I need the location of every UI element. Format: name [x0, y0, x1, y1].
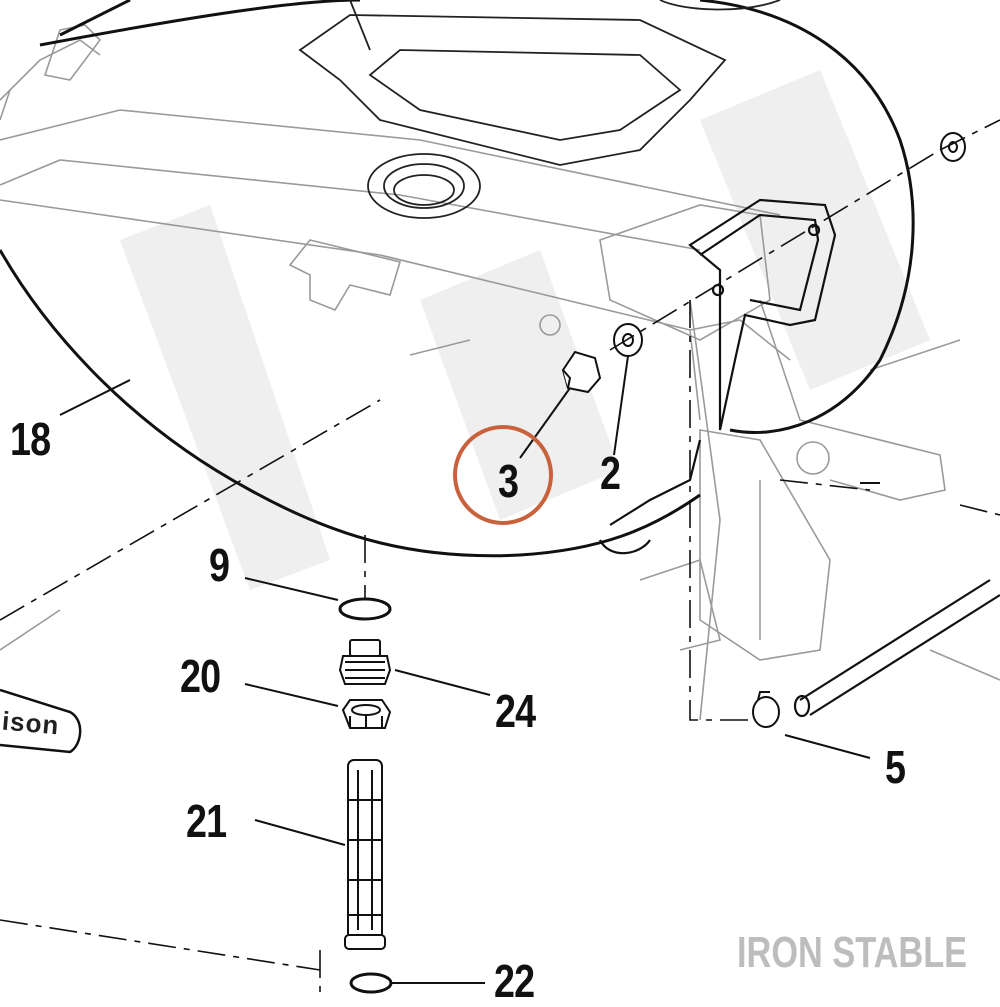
part-9-o-ring: [338, 597, 392, 621]
watermark-brand: IRON STABLE: [737, 928, 968, 977]
part-24-fitting: [338, 639, 392, 685]
part-5-hose-clamp: [752, 691, 780, 728]
frame-backbone: [0, 24, 1000, 721]
decal-text: ison: [0, 705, 61, 741]
callout-3: 3: [498, 455, 519, 507]
part-3-acorn-nut: [561, 350, 602, 394]
fuel-hose: [793, 579, 1000, 718]
callout-5: 5: [885, 741, 906, 793]
tank-decal: [0, 688, 82, 754]
callout-24: 24: [495, 685, 536, 737]
callout-21: 21: [186, 795, 227, 847]
callout-18: 18: [10, 413, 51, 465]
assembly-centerlines: [0, 119, 1000, 1000]
callout-9: 9: [209, 539, 230, 591]
background-watermark-shapes: [120, 70, 930, 590]
highlight-ring: [453, 425, 553, 525]
part-20-hex-nut: [341, 699, 392, 729]
mounting-bracket: [599, 198, 837, 555]
callout-20: 20: [180, 650, 221, 702]
callout-22: 22: [494, 955, 535, 1007]
fuel-tank: [0, 0, 915, 558]
right-washer: [940, 132, 966, 162]
part-22-o-ring: [349, 972, 393, 994]
callout-2: 2: [600, 447, 621, 499]
tank-top-panel: [298, 0, 781, 219]
part-21-fuel-filter: [344, 759, 386, 950]
